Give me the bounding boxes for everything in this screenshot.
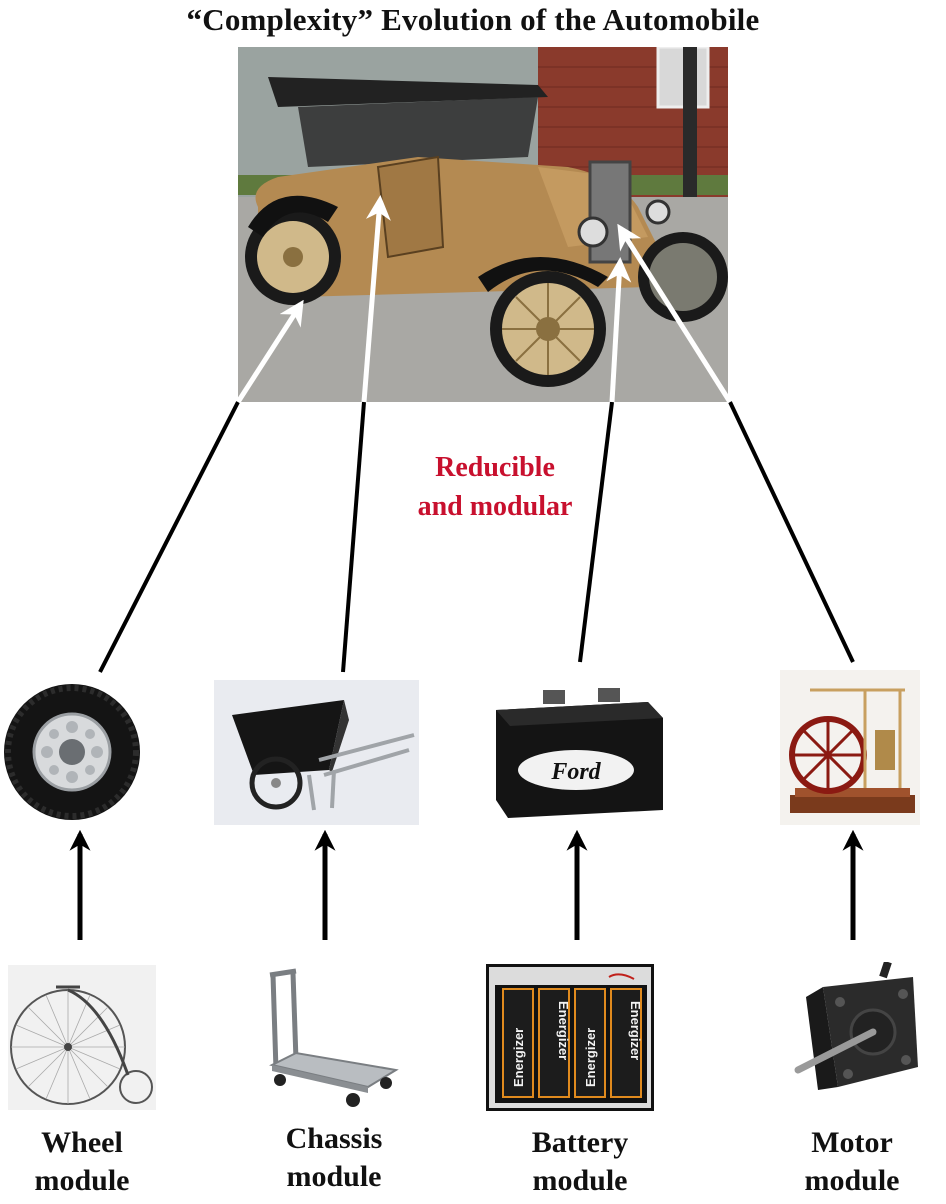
motor-label-line-2: module: [804, 1164, 900, 1197]
motor-module-label: Motor module: [762, 1124, 942, 1200]
battery-cell-brand-4: Energizer: [628, 1001, 643, 1060]
battery-cell-brand-2: Energizer: [556, 1001, 571, 1060]
battery-label-line-1: Battery: [531, 1126, 629, 1159]
wheel-module-label: Wheel module: [0, 1124, 172, 1200]
note-line-2: and modular: [417, 491, 573, 522]
chassis-module-label: Chassis module: [244, 1120, 424, 1196]
car-tire-image: [2, 680, 150, 825]
wheel-label-line-2: module: [34, 1164, 130, 1197]
ford-logo-text: Ford: [550, 759, 601, 785]
chassis-label-line-2: module: [286, 1160, 382, 1193]
battery-cell-brand-1: Energizer: [511, 1028, 526, 1087]
note-line-1: Reducible: [435, 452, 555, 483]
motor-label-line-1: Motor: [811, 1126, 893, 1159]
model-t-car-image: [238, 47, 728, 402]
hand-truck-platform-cart-image: [258, 965, 400, 1110]
battery-pack-image: Energizer Energizer Energizer Energizer: [486, 964, 654, 1111]
steam-engine-model-image: [780, 670, 920, 825]
wheel-connector-line: [98, 401, 240, 673]
stepper-motor-image: [778, 962, 926, 1110]
diagram-title: “Complexity” Evolution of the Automobile: [186, 2, 760, 37]
chassis-connector-line: [341, 401, 366, 673]
wheel-label-line-1: Wheel: [41, 1126, 123, 1159]
battery-label-line-2: module: [532, 1164, 628, 1197]
wheelbarrow-image: [214, 680, 419, 825]
penny-farthing-bicycle-image: [8, 965, 156, 1110]
chassis-label-line-1: Chassis: [285, 1122, 383, 1155]
battery-module-label: Battery module: [490, 1124, 670, 1200]
motor-connector-line: [728, 401, 855, 663]
battery-connector-line: [578, 401, 614, 663]
reducible-modular-note: Reducible and modular: [380, 448, 610, 526]
ford-car-battery-image: Ford: [488, 680, 668, 825]
battery-cell-brand-3: Energizer: [583, 1028, 598, 1087]
